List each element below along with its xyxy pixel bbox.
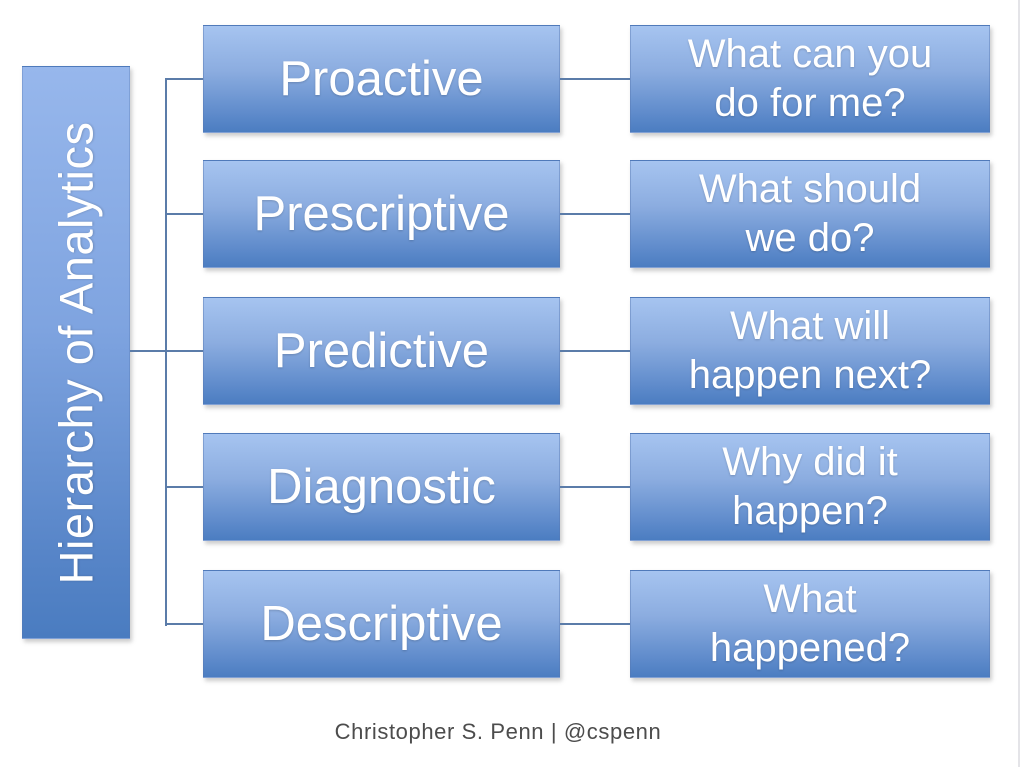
question-label: What will happen next?: [688, 304, 932, 397]
level-box-proactive: Proactive: [203, 25, 560, 133]
connector-branch-line: [165, 486, 203, 488]
question-box-descriptive: What happened?: [630, 570, 990, 678]
question-label: What can you do for me?: [687, 32, 933, 125]
diagram-row: Descriptive What happened?: [0, 570, 1024, 678]
question-box-prescriptive: What should we do?: [630, 160, 990, 268]
level-label: Descriptive: [260, 597, 503, 651]
connector-trunk-line: [165, 78, 167, 626]
question-label: Why did it happen?: [722, 440, 898, 533]
diagram-row: Predictive What will happen next?: [0, 297, 1024, 405]
level-label: Prescriptive: [253, 187, 510, 241]
level-box-predictive: Predictive: [203, 297, 560, 405]
connector-pair-line: [560, 78, 630, 80]
question-box-diagnostic: Why did it happen?: [630, 433, 990, 541]
connector-pair-line: [560, 486, 630, 488]
diagram-row: Diagnostic Why did it happen?: [0, 433, 1024, 541]
level-box-descriptive: Descriptive: [203, 570, 560, 678]
connector-pair-line: [560, 350, 630, 352]
question-box-predictive: What will happen next?: [630, 297, 990, 405]
page-edge-line: [1018, 0, 1020, 767]
connector-pair-line: [560, 213, 630, 215]
connector-pair-line: [560, 623, 630, 625]
question-box-proactive: What can you do for me?: [630, 25, 990, 133]
diagram-row: Prescriptive What should we do?: [0, 160, 1024, 268]
connector-branch-line: [165, 213, 203, 215]
question-label: What should we do?: [698, 167, 922, 260]
connector-branch-line: [165, 78, 203, 80]
connector-branch-line: [165, 350, 203, 352]
question-label: What happened?: [709, 577, 911, 670]
level-label: Diagnostic: [267, 460, 496, 514]
level-label: Predictive: [273, 324, 490, 378]
level-box-prescriptive: Prescriptive: [203, 160, 560, 268]
level-label: Proactive: [279, 52, 484, 106]
connector-branch-line: [165, 623, 203, 625]
hierarchy-title-bar: Hierarchy of Analytics: [22, 66, 130, 639]
diagram-row: Proactive What can you do for me?: [0, 25, 1024, 133]
footer-credit: Christopher S. Penn | @cspenn: [334, 719, 662, 744]
level-box-diagnostic: Diagnostic: [203, 433, 560, 541]
